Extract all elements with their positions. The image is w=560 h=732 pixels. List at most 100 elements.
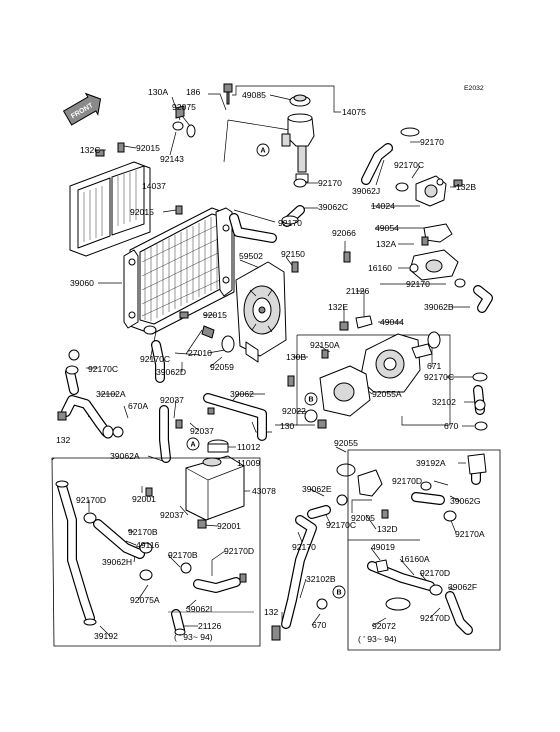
part-label: 49116 (136, 540, 159, 550)
part-label: 92170 (406, 279, 430, 289)
part-label: 39062 (230, 389, 254, 399)
part-label: 39062A (110, 451, 140, 461)
part-label: 49019 (371, 542, 395, 552)
part-label: 14075 (342, 107, 366, 117)
part-label: 132A (376, 239, 396, 249)
hoses (57, 143, 493, 635)
part-label: 39062J (352, 186, 380, 196)
part-label: 49044 (380, 317, 404, 327)
part-label: 11009 (237, 458, 260, 468)
part-label: 130 (280, 421, 295, 431)
part-label: 92170D (76, 495, 106, 505)
part-label: 32102 (432, 397, 456, 407)
part-label: 16160 (368, 263, 392, 273)
front-arrow: FRONT (62, 92, 102, 126)
part-label: 92170C (326, 520, 356, 530)
part-label: 132C (80, 145, 101, 155)
callout-a-bottom: A (186, 437, 200, 451)
part-label: 130A (148, 87, 168, 97)
part-label: 92170B (168, 550, 198, 560)
part-label: 92170D (224, 546, 254, 556)
callout-a-top: A (256, 143, 270, 157)
callout-b-mid: B (304, 392, 318, 406)
part-labels: 130A 186 49085 14075 92075 132C 92015 92… (56, 87, 485, 641)
part-label: 670 (444, 421, 459, 431)
part-label: 132D (377, 524, 398, 534)
part-label: 39192A (416, 458, 446, 468)
part-label: 92143 (160, 154, 184, 164)
part-label: 132E (328, 302, 348, 312)
part-label: 92015 (130, 207, 154, 217)
part-label: 92170 (278, 218, 302, 228)
part-label: 92170C (394, 160, 424, 170)
part-label: 32102B (306, 574, 336, 584)
part-label: 92170 (318, 178, 342, 188)
radiator-core (141, 216, 225, 321)
part-label: 14024 (371, 201, 395, 211)
part-label: 92055A (372, 389, 402, 399)
radiator-screen (69, 161, 151, 257)
part-label: 11012 (237, 442, 260, 452)
part-label: 92170D (392, 476, 422, 486)
part-label: 92055 (334, 438, 358, 448)
part-label: 92072 (372, 621, 396, 631)
part-label: 132 (56, 435, 71, 445)
part-label: 92037 (190, 426, 214, 436)
small-parts (55, 83, 488, 641)
part-label: 92170D (420, 613, 450, 623)
part-label: 92037 (160, 510, 184, 520)
part-label: 49054 (375, 223, 399, 233)
part-label: 186 (186, 87, 201, 97)
part-label: 670 (312, 620, 327, 630)
part-label: 92022 (282, 406, 306, 416)
part-label: 16160A (400, 554, 430, 564)
part-label: 92001 (217, 521, 241, 531)
part-label: 92170C (424, 372, 454, 382)
part-label: 92150A (310, 340, 340, 350)
water-pump (319, 331, 441, 417)
part-label: 39192 (94, 631, 118, 641)
year-note-left: ( ' 93~ 94) (174, 632, 213, 642)
reservoir-tank (185, 439, 245, 521)
part-label: 39062F (448, 582, 477, 592)
part-label: 92015 (203, 310, 227, 320)
part-label: 32102A (96, 389, 126, 399)
part-label: 132B (456, 182, 476, 192)
radiator (123, 207, 235, 335)
part-label: 671 (427, 361, 442, 371)
svg-text:A: A (260, 148, 265, 155)
part-label: 39062E (302, 484, 332, 494)
part-label: 92075 (172, 102, 196, 112)
part-label: 27010 (188, 348, 212, 358)
part-label: 39062I (186, 604, 212, 614)
part-label: 39062G (450, 496, 481, 506)
part-label: 21126 (198, 621, 221, 631)
thermostat-housing (409, 175, 459, 281)
part-label: 130B (286, 352, 306, 362)
diagram-code: E2032 (464, 85, 484, 92)
part-label: 92170C (88, 364, 118, 374)
part-label: 670A (128, 401, 148, 411)
part-label: 92005 (351, 513, 375, 523)
part-label: 39060 (70, 278, 94, 288)
svg-text:A: A (190, 442, 195, 449)
part-label: 49085 (242, 90, 266, 100)
part-label: 92015 (136, 143, 160, 153)
part-label: 92170 (292, 542, 316, 552)
part-label: 92059 (210, 362, 234, 372)
part-label: 92150 (281, 249, 305, 259)
part-label: 92037 (160, 395, 184, 405)
part-label: 39062B (424, 302, 454, 312)
part-label: 132 (264, 607, 279, 617)
fan-motor (235, 261, 287, 363)
part-label: 39062D (156, 367, 186, 377)
svg-text:B: B (308, 397, 313, 404)
part-label: 92170A (455, 529, 485, 539)
part-label: 92170 (420, 137, 444, 147)
part-label: 39062H (102, 557, 132, 567)
part-label: 92170B (128, 527, 158, 537)
part-label: 92170C (140, 354, 170, 364)
svg-text:B: B (336, 590, 341, 597)
part-label: 39062C (318, 202, 348, 212)
